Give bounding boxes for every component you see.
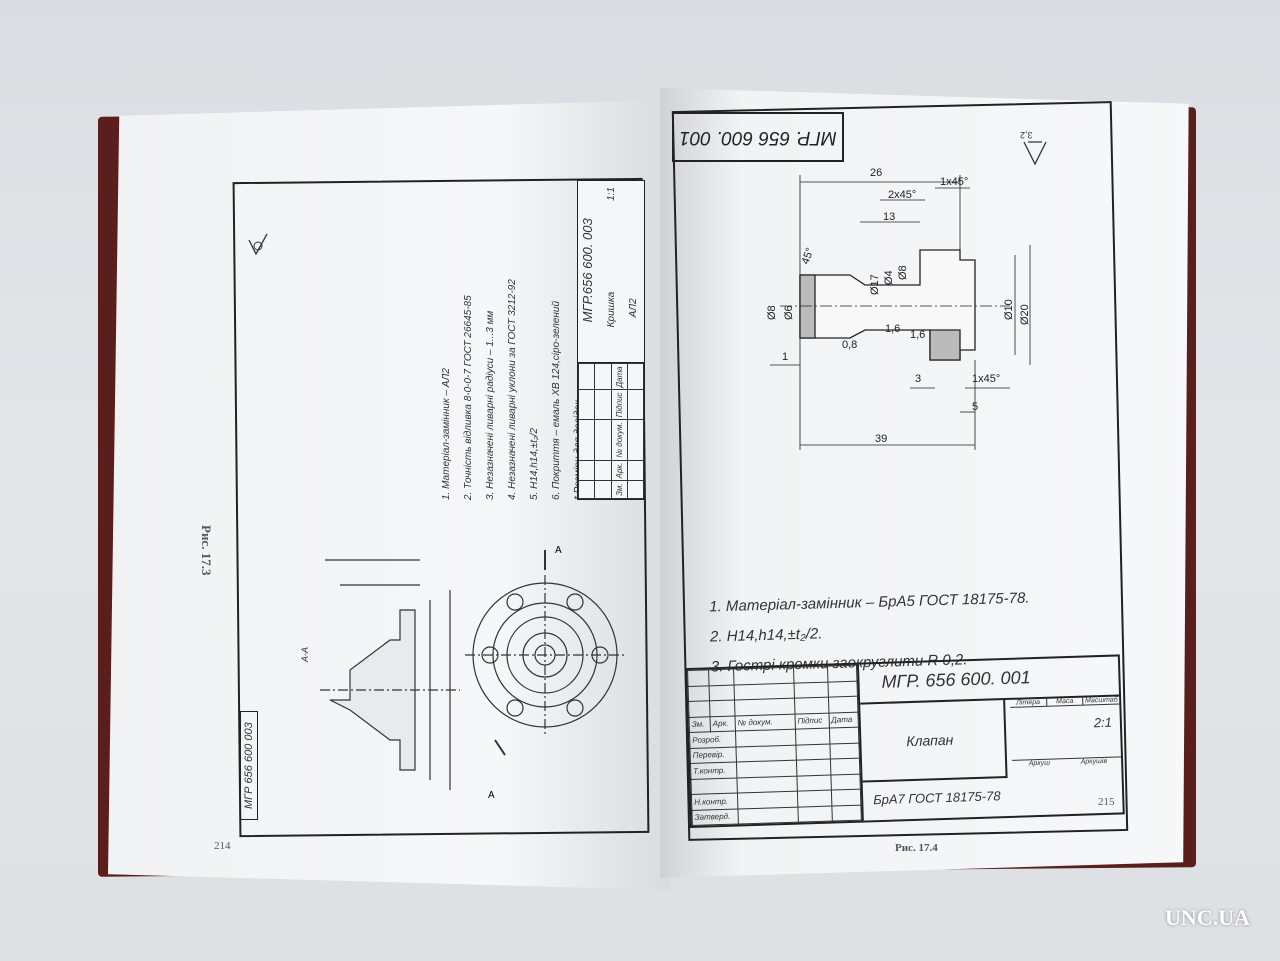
note: 5. H14,h14,±t₂/2 bbox=[529, 427, 540, 500]
note: 2. Точність відливка 8-0-0-7 ГОСТ 26645-… bbox=[463, 295, 474, 500]
part-name: Кришка bbox=[606, 291, 617, 328]
header-cell: Підпис bbox=[794, 712, 829, 730]
material: АЛ2 bbox=[628, 298, 639, 318]
col-label: Масштаб bbox=[1083, 696, 1120, 706]
right-page bbox=[660, 88, 1189, 878]
right-part-drawing: 26 2x45° 1x45° 13 45° Ø8 Ø6 Ø17 Ø4 Ø8 Ø1… bbox=[766, 167, 1031, 450]
row-label: Н.контр. bbox=[691, 792, 738, 810]
dim-label: 13 bbox=[883, 211, 895, 223]
sheet-label: Аркушів bbox=[1080, 757, 1108, 766]
row-label: Затверд. bbox=[691, 808, 739, 826]
dim-label: 3 bbox=[915, 373, 921, 385]
part-name: Клапан bbox=[860, 700, 1008, 783]
header-cell: Дата bbox=[828, 711, 859, 729]
dim-label: 2x45° bbox=[888, 189, 916, 201]
section-mark: А bbox=[555, 545, 562, 556]
right-page-number: 215 bbox=[1098, 796, 1115, 808]
header-cell: № докум. bbox=[611, 419, 628, 461]
header-cell: Арк. bbox=[709, 715, 736, 732]
left-side-stamp: МГР 656 600 003 bbox=[240, 711, 258, 820]
dim-label: Ø6 bbox=[783, 305, 795, 320]
dim-label: Ø17 bbox=[869, 274, 881, 295]
header-cell: Підпис bbox=[611, 389, 628, 420]
left-figure-caption: Рис. 17.3 bbox=[199, 525, 214, 576]
dim-label: 45° bbox=[800, 246, 817, 266]
dim-label: 1 bbox=[782, 351, 788, 363]
dim-label: Ø8 bbox=[766, 305, 778, 320]
dim-label: Ø4 bbox=[883, 270, 895, 285]
dim-label: 26 bbox=[870, 167, 882, 179]
note: 6. Покриття – емаль ХВ 124,сіро-зелений bbox=[551, 300, 562, 500]
note: 3. Незазначені ливарні радіуси – 1...3 м… bbox=[485, 310, 496, 500]
header-cell: Арк. bbox=[611, 460, 628, 481]
col-label: Літера bbox=[1010, 698, 1048, 708]
header-cell: Дата bbox=[611, 363, 628, 390]
right-figure-caption: Рис. 17.4 bbox=[895, 842, 938, 854]
dim-label: 0,8 bbox=[842, 339, 857, 351]
dim-label: 5 bbox=[972, 401, 978, 413]
dim-label: 39 bbox=[875, 433, 887, 445]
material: БрА7 ГОСТ 18175-78 bbox=[872, 788, 1001, 808]
scale: 1:1 bbox=[606, 187, 617, 201]
roughness-symbol-icon bbox=[248, 233, 268, 256]
header-cell: Зм. bbox=[611, 480, 628, 499]
header-cell: Зм. bbox=[689, 716, 711, 733]
dim-label: 1x45° bbox=[972, 373, 1000, 385]
row-label: Розроб. bbox=[689, 731, 736, 748]
sheet-label: Аркуш bbox=[1028, 759, 1051, 768]
row-label: Перевір. bbox=[689, 746, 737, 764]
note: 4. Незазначені ливарні уклони за ГОСТ 32… bbox=[507, 279, 518, 500]
designation: МГР.656 600. 003 bbox=[580, 218, 595, 323]
dim-label: Ø10 bbox=[1003, 299, 1015, 320]
col-label: Маса bbox=[1046, 697, 1084, 707]
dim-label: Ø20 bbox=[1019, 304, 1031, 325]
left-page bbox=[108, 100, 670, 890]
watermark: UNC.UA bbox=[1165, 905, 1250, 930]
scale: 2:1 bbox=[1093, 714, 1113, 731]
right-header-stamp: МГР. 656 600. 001 bbox=[672, 112, 844, 162]
row-label: Т.контр. bbox=[690, 762, 737, 779]
dim-label: 1x45° bbox=[940, 176, 968, 188]
dim-label: 1,6 bbox=[910, 329, 925, 341]
dim-label: Ø8 bbox=[897, 265, 909, 280]
roughness-symbol-icon bbox=[1023, 141, 1047, 166]
left-part-drawing bbox=[320, 550, 625, 790]
note: 1. Матеріал-замінник – АЛ2 bbox=[441, 368, 452, 500]
dim-label: 1,6 bbox=[885, 323, 900, 335]
section-mark: А bbox=[488, 790, 495, 801]
left-page-number: 214 bbox=[214, 840, 231, 852]
left-notes: 1. Матеріал-замінник – АЛ2 2. Точність в… bbox=[436, 279, 590, 500]
